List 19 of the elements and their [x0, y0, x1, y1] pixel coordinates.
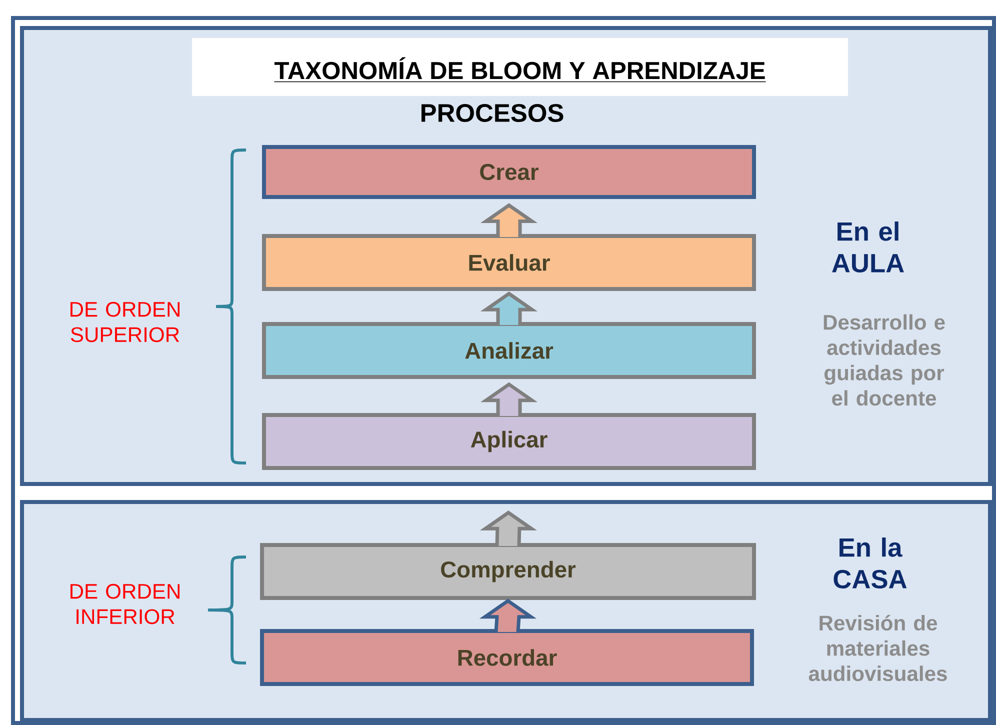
process-box: Comprender [260, 543, 756, 600]
block-arrow [480, 382, 538, 418]
block-arrow [479, 598, 537, 634]
activity-note: Desarrollo e actividades guiadas por el docente [824, 314, 945, 406]
activity-note: Revisión de materiales audiovisuales [808, 614, 947, 682]
process-box: Analizar [262, 322, 756, 379]
process-box: Evaluar [262, 234, 756, 291]
level-label: DE ORDEN INFERIOR [70, 584, 180, 624]
block-arrow [480, 292, 538, 327]
block-arrow [480, 203, 538, 239]
place-heading: En la CASA [834, 538, 907, 588]
block-arrow [480, 510, 537, 548]
place-heading: En el AULA [832, 222, 904, 272]
level-label: DE ORDEN SUPERIOR [70, 302, 180, 342]
process-box: Aplicar [262, 413, 756, 470]
process-box: Crear [262, 145, 756, 199]
title-banner: TAXONOMÍA DE BLOOM Y APRENDIZAJE [192, 38, 848, 96]
section-heading: PROCESOS [422, 104, 564, 122]
process-box: Recordar [260, 629, 754, 686]
